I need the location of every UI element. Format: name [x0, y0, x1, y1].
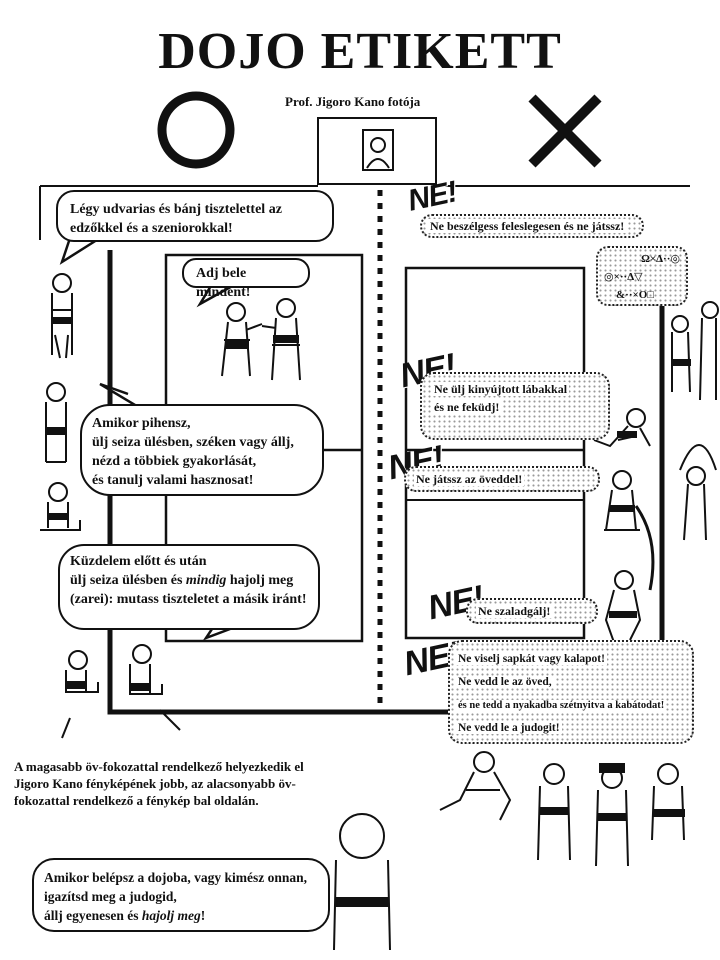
no-lying-line-1-text: Ne ülj kinyújtott lábakkal [432, 382, 570, 396]
bubble-no-lying: Ne ülj kinyújtott lábakkal és ne feküdj! [420, 372, 610, 440]
clothing-line-3: és ne tedd a nyakadba szétnyitva a kabát… [456, 694, 686, 717]
photo-box [317, 117, 437, 185]
rest-line-3: nézd a többiek gyakorlását, [92, 454, 257, 469]
bubble-clothing: Ne viselj sapkát vagy kalapot! Ne vedd l… [448, 640, 694, 744]
clothing-line-2-text: Ne vedd le az öved, [456, 676, 554, 688]
clothing-line-2: Ne vedd le az öved, [456, 671, 686, 694]
rest-line-2: ülj seiza ülésben, széken vagy állj, [92, 435, 294, 450]
entry-line-3-pre: állj egyenesen és [44, 908, 142, 923]
bubble-bow: Küzdelem előtt és után ülj seiza ülésben… [58, 544, 320, 630]
bubble-no-running: Ne szaladgálj! [466, 598, 598, 624]
bubble-courtesy: Légy udvarias és bánj tisztelettel az ed… [56, 190, 334, 242]
figures [40, 273, 719, 951]
photo-label: Prof. Jigoro Kano fotója [285, 94, 421, 109]
entry-line-1: Amikor belépsz a dojoba, vagy kimész onn… [44, 870, 308, 885]
no-belt-play-text: Ne játssz az öveddel! [414, 472, 525, 486]
bubble-effort-text: Adj bele mindent! [196, 266, 251, 300]
circle-icon [157, 91, 235, 169]
no-lying-line-2: és ne feküdj! [432, 398, 598, 416]
gibberish-line-2: ◎×··Δ▽ [604, 271, 643, 283]
bubble-no-talk: Ne beszélgess feleslegesen és ne játssz! [420, 214, 644, 238]
bubble-effort: Adj bele mindent! [182, 258, 310, 300]
clothing-line-3-text: és ne tedd a nyakadba szétnyitva a kabát… [456, 700, 667, 711]
bow-line-1: Küzdelem előtt és után [70, 554, 207, 569]
rank-note-line-2: Jigoro Kano fényképének jobb, az alacson… [14, 776, 296, 791]
clothing-line-4-text: Ne vedd le a judogit! [456, 722, 562, 734]
bow-line-2-em: mindig [185, 573, 227, 588]
page-title: DOJO ETIKETT [158, 23, 562, 80]
bubble-entry: Amikor belépsz a dojoba, vagy kimész onn… [32, 858, 330, 932]
no-lying-line-2-text: és ne feküdj! [432, 400, 502, 414]
bubble-rest: Amikor pihensz, ülj seiza ülésben, széke… [80, 404, 324, 496]
bubble-courtesy-text: Légy udvarias és bánj tisztelettel az ed… [70, 202, 282, 236]
bow-line-3: (zarei): mutass tiszteletet a másik irán… [70, 592, 307, 607]
entry-line-3: állj egyenesen és hajolj meg! [44, 906, 318, 925]
no-lying-line-1: Ne ülj kinyújtott lábakkal [432, 380, 598, 398]
clothing-line-1-text: Ne viselj sapkát vagy kalapot! [456, 653, 607, 665]
gibberish-line-1: Ω×Δ··◎ [641, 253, 680, 265]
rest-line-4: és tanulj valami hasznosat! [92, 473, 254, 488]
entry-line-2: igazítsd meg a judogid, [44, 889, 177, 904]
rest-line-1: Amikor pihensz, [92, 416, 191, 431]
rank-note: A magasabb öv-fokozattal rendelkező hely… [14, 758, 354, 809]
bow-line-2-pre: ülj seiza ülésben és [70, 573, 186, 588]
rank-note-line-1: A magasabb öv-fokozattal rendelkező hely… [14, 759, 304, 774]
bow-line-2: ülj seiza ülésben és mindig hajolj meg [70, 571, 308, 590]
rank-note-line-3: fokozattal rendelkező a fénykép bal olda… [14, 793, 259, 808]
bubble-no-belt-play: Ne játssz az öveddel! [404, 466, 600, 492]
clothing-line-1: Ne viselj sapkát vagy kalapot! [456, 648, 686, 671]
no-talk-text: Ne beszélgess feleslegesen és ne játssz! [428, 219, 627, 233]
clothing-line-4: Ne vedd le a judogit! [456, 717, 686, 740]
bow-line-2-post: hajolj meg [226, 573, 294, 588]
bubble-gibberish: Ω×Δ··◎ ◎×··Δ▽ &··×O□ [596, 246, 688, 306]
entry-line-3-em: hajolj meg [141, 908, 201, 923]
cross-icon [528, 94, 602, 168]
gibberish-line-3: &··×O□ [616, 289, 654, 301]
no-running-text: Ne szaladgálj! [476, 604, 553, 618]
entry-line-3-post: ! [200, 908, 206, 923]
